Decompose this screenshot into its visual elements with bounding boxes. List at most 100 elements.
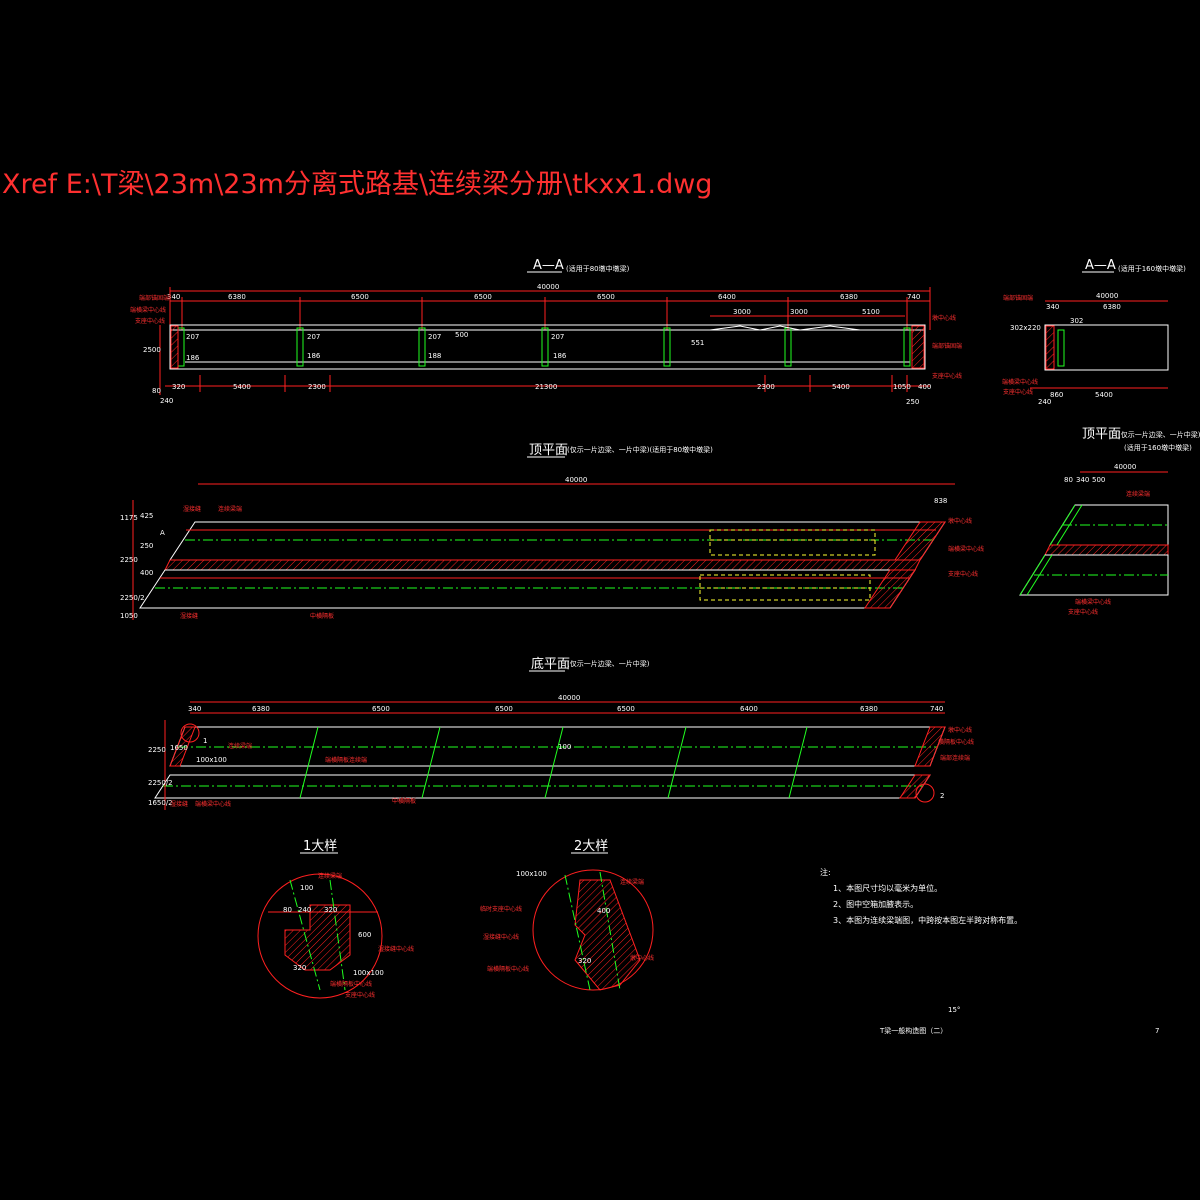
dim-bottom-1: 5400 <box>233 383 251 391</box>
detail-1-dim-0: 100 <box>300 884 313 892</box>
top-callout-1: 连续梁端 <box>218 505 242 513</box>
section-aa-right: A—A (适用于160墩中墩梁) 40000 6380 340 302x220 … <box>1002 258 1186 406</box>
web-label-5: 188 <box>428 352 441 360</box>
top-callout-5: 端横梁中心线 <box>948 545 984 553</box>
detail-2-circle <box>532 869 654 991</box>
detail-1-dim-4: 600 <box>358 931 371 939</box>
top-right-title: 顶平面 <box>1082 427 1121 442</box>
right-dim-5400: 5400 <box>1095 391 1113 399</box>
top-right-dim-1: 340 <box>1076 476 1089 484</box>
dim-top-6: 6380 <box>840 293 858 301</box>
notes-item-1: 2、图中空箱加腋表示。 <box>833 899 918 909</box>
bottom-callout-6: 端横梁中心线 <box>195 800 231 808</box>
dim-top-4: 6500 <box>597 293 615 301</box>
detail-2-title: 2大样 <box>574 839 608 854</box>
top-end-hatch-1 <box>894 521 946 561</box>
detail-1-callout-0: 连续梁端 <box>318 872 342 880</box>
start-block-hatch <box>170 325 179 369</box>
callout-0: 端部锚固端 <box>139 294 169 302</box>
tendon-yellow <box>699 529 876 601</box>
bottom-callout-7: 中横隔板 <box>392 797 416 805</box>
web-labels: 207 186 207 186 207 188 207 186 551 500 <box>186 331 704 362</box>
detail-2-centerline-1 <box>564 874 591 991</box>
top-right-diaphragms <box>1019 504 1083 596</box>
top-end-hatch-2 <box>864 569 916 609</box>
web-label-8: 551 <box>691 339 704 347</box>
dim-bottom-4: 2300 <box>757 383 775 391</box>
callout-4: 端部锚固端 <box>932 342 962 350</box>
drawing-title: T梁一般构造图（二） <box>879 1026 947 1035</box>
bottom-box-label: 100x100 <box>196 756 227 764</box>
top-vdim-4: 400 <box>140 569 153 577</box>
dim-small-0: 320 <box>172 383 185 391</box>
dim-top-0: 340 <box>167 293 180 301</box>
right-dim-340: 340 <box>1046 303 1059 311</box>
top-end-dim: 838 <box>934 497 947 505</box>
detail-2-callout-4: 墩中心线 <box>630 954 654 962</box>
dim-top-3: 6500 <box>474 293 492 301</box>
top-right-subtitle: (仅示一片边梁、一片中梁) <box>1118 430 1200 439</box>
bottom-view-subtitle: (仅示一片边梁、一片中梁) <box>567 659 650 668</box>
top-right-subtitle2: (适用于160墩中墩梁) <box>1124 443 1192 452</box>
detail-1-circle <box>257 873 383 999</box>
callout-3: 墩中心线 <box>932 314 956 322</box>
web-label-2: 207 <box>307 333 320 341</box>
bottom-start-hatch <box>169 726 196 767</box>
top-vdim-2: 250 <box>140 542 153 550</box>
bottom-view-title: 底平面 <box>531 656 570 672</box>
web-label-9: 500 <box>455 331 468 339</box>
dim-inner-0: 3000 <box>733 308 751 316</box>
top-right-callout-0: 连续梁端 <box>1126 490 1150 498</box>
detail-1-centerline-1 <box>289 879 321 991</box>
notes-block: 注: 1、本图尺寸均以毫米为单位。 2、图中空箱加腋表示。 3、本图为连续梁端图… <box>820 867 1022 925</box>
callout-6: 支座中心线 <box>932 372 962 380</box>
detail-1-marker-circle <box>180 723 200 743</box>
right-callout-0: 端部锚固端 <box>1003 294 1033 302</box>
top-callout-2: 墩中心线 <box>948 517 972 525</box>
top-callout-4: 中横隔板 <box>310 612 334 620</box>
top-marker-a: A <box>160 529 165 537</box>
top-vdim-3: 2250 <box>120 556 138 564</box>
right-dim-total: 40000 <box>1096 292 1118 300</box>
web-label-6: 207 <box>551 333 564 341</box>
top-right-wet-joint <box>1044 544 1169 556</box>
dim-bottom-segments: 240 5400 2300 21300 2300 5400 1050 400 2… <box>152 383 931 406</box>
bottom-vdim-3: 2250/2 <box>148 779 173 787</box>
bottom-diaphragms <box>299 726 808 799</box>
section-aa-left: A—A (适用于80墩中墩梁) 40000 340 6380 6500 6500… <box>130 258 962 406</box>
dim-top-1: 6380 <box>228 293 246 301</box>
detail-2-hatch <box>574 879 641 991</box>
detail-1-callout-2: 端横隔板中心线 <box>330 980 372 988</box>
right-dim-302: 302 <box>1070 317 1083 325</box>
right-callout-1: 端横梁中心线 <box>1002 378 1038 386</box>
dim-small-2: 80 <box>152 387 161 395</box>
top-view-right: 顶平面 (仅示一片边梁、一片中梁) (适用于160墩中墩梁) 40000 80 … <box>1019 427 1200 616</box>
top-callout-0: 湿接缝 <box>183 505 201 513</box>
bottom-center-label: 100 <box>558 743 571 751</box>
right-dim-240: 240 <box>1038 398 1051 406</box>
callout-2: 支座中心线 <box>135 317 165 325</box>
detail-1-dims: 100 80 240 320 600 320 100x100 <box>283 884 384 977</box>
bottom-view: 底平面 (仅示一片边梁、一片中梁) 40000 340 6380 6500 65… <box>148 656 974 810</box>
right-dim-seg: 6380 <box>1103 303 1121 311</box>
dim-top-segments: 340 6380 6500 6500 6500 6400 6380 740 <box>167 293 920 301</box>
detail-2-centerline-2 <box>599 871 621 991</box>
bottom-dim-4: 6500 <box>617 705 635 713</box>
detail-2-marker-circle <box>915 783 935 803</box>
notes-item-0: 1、本图尺寸均以毫米为单位。 <box>833 883 942 893</box>
right-callout-2: 支座中心线 <box>1003 388 1033 396</box>
right-diaphragm <box>1057 329 1065 367</box>
top-right-callout-1: 端横梁中心线 <box>1075 598 1111 606</box>
top-view-subtitle: (仅示一片边梁、一片中梁)(适用于80墩中墩梁) <box>567 445 713 454</box>
section-aa-right-subtitle: (适用于160墩中墩梁) <box>1118 264 1186 273</box>
detail-2-callout-1: 临时支座中心线 <box>480 905 522 913</box>
bottom-callout-2: 墩中心线 <box>948 726 972 734</box>
top-vdim-7: 2250/2 <box>120 594 145 602</box>
top-callout-6: 支座中心线 <box>948 570 978 578</box>
page-number: 7 <box>1155 1027 1159 1035</box>
bottom-callout-4: 端部连续端 <box>940 754 970 762</box>
right-dim-860: 860 <box>1050 391 1063 399</box>
detail-2-dim-0: 100x100 <box>516 870 547 878</box>
detail-1: 1大样 100 80 240 320 600 320 100x100 连续梁端 … <box>257 839 414 999</box>
bottom-marker-1: 1 <box>203 737 207 745</box>
